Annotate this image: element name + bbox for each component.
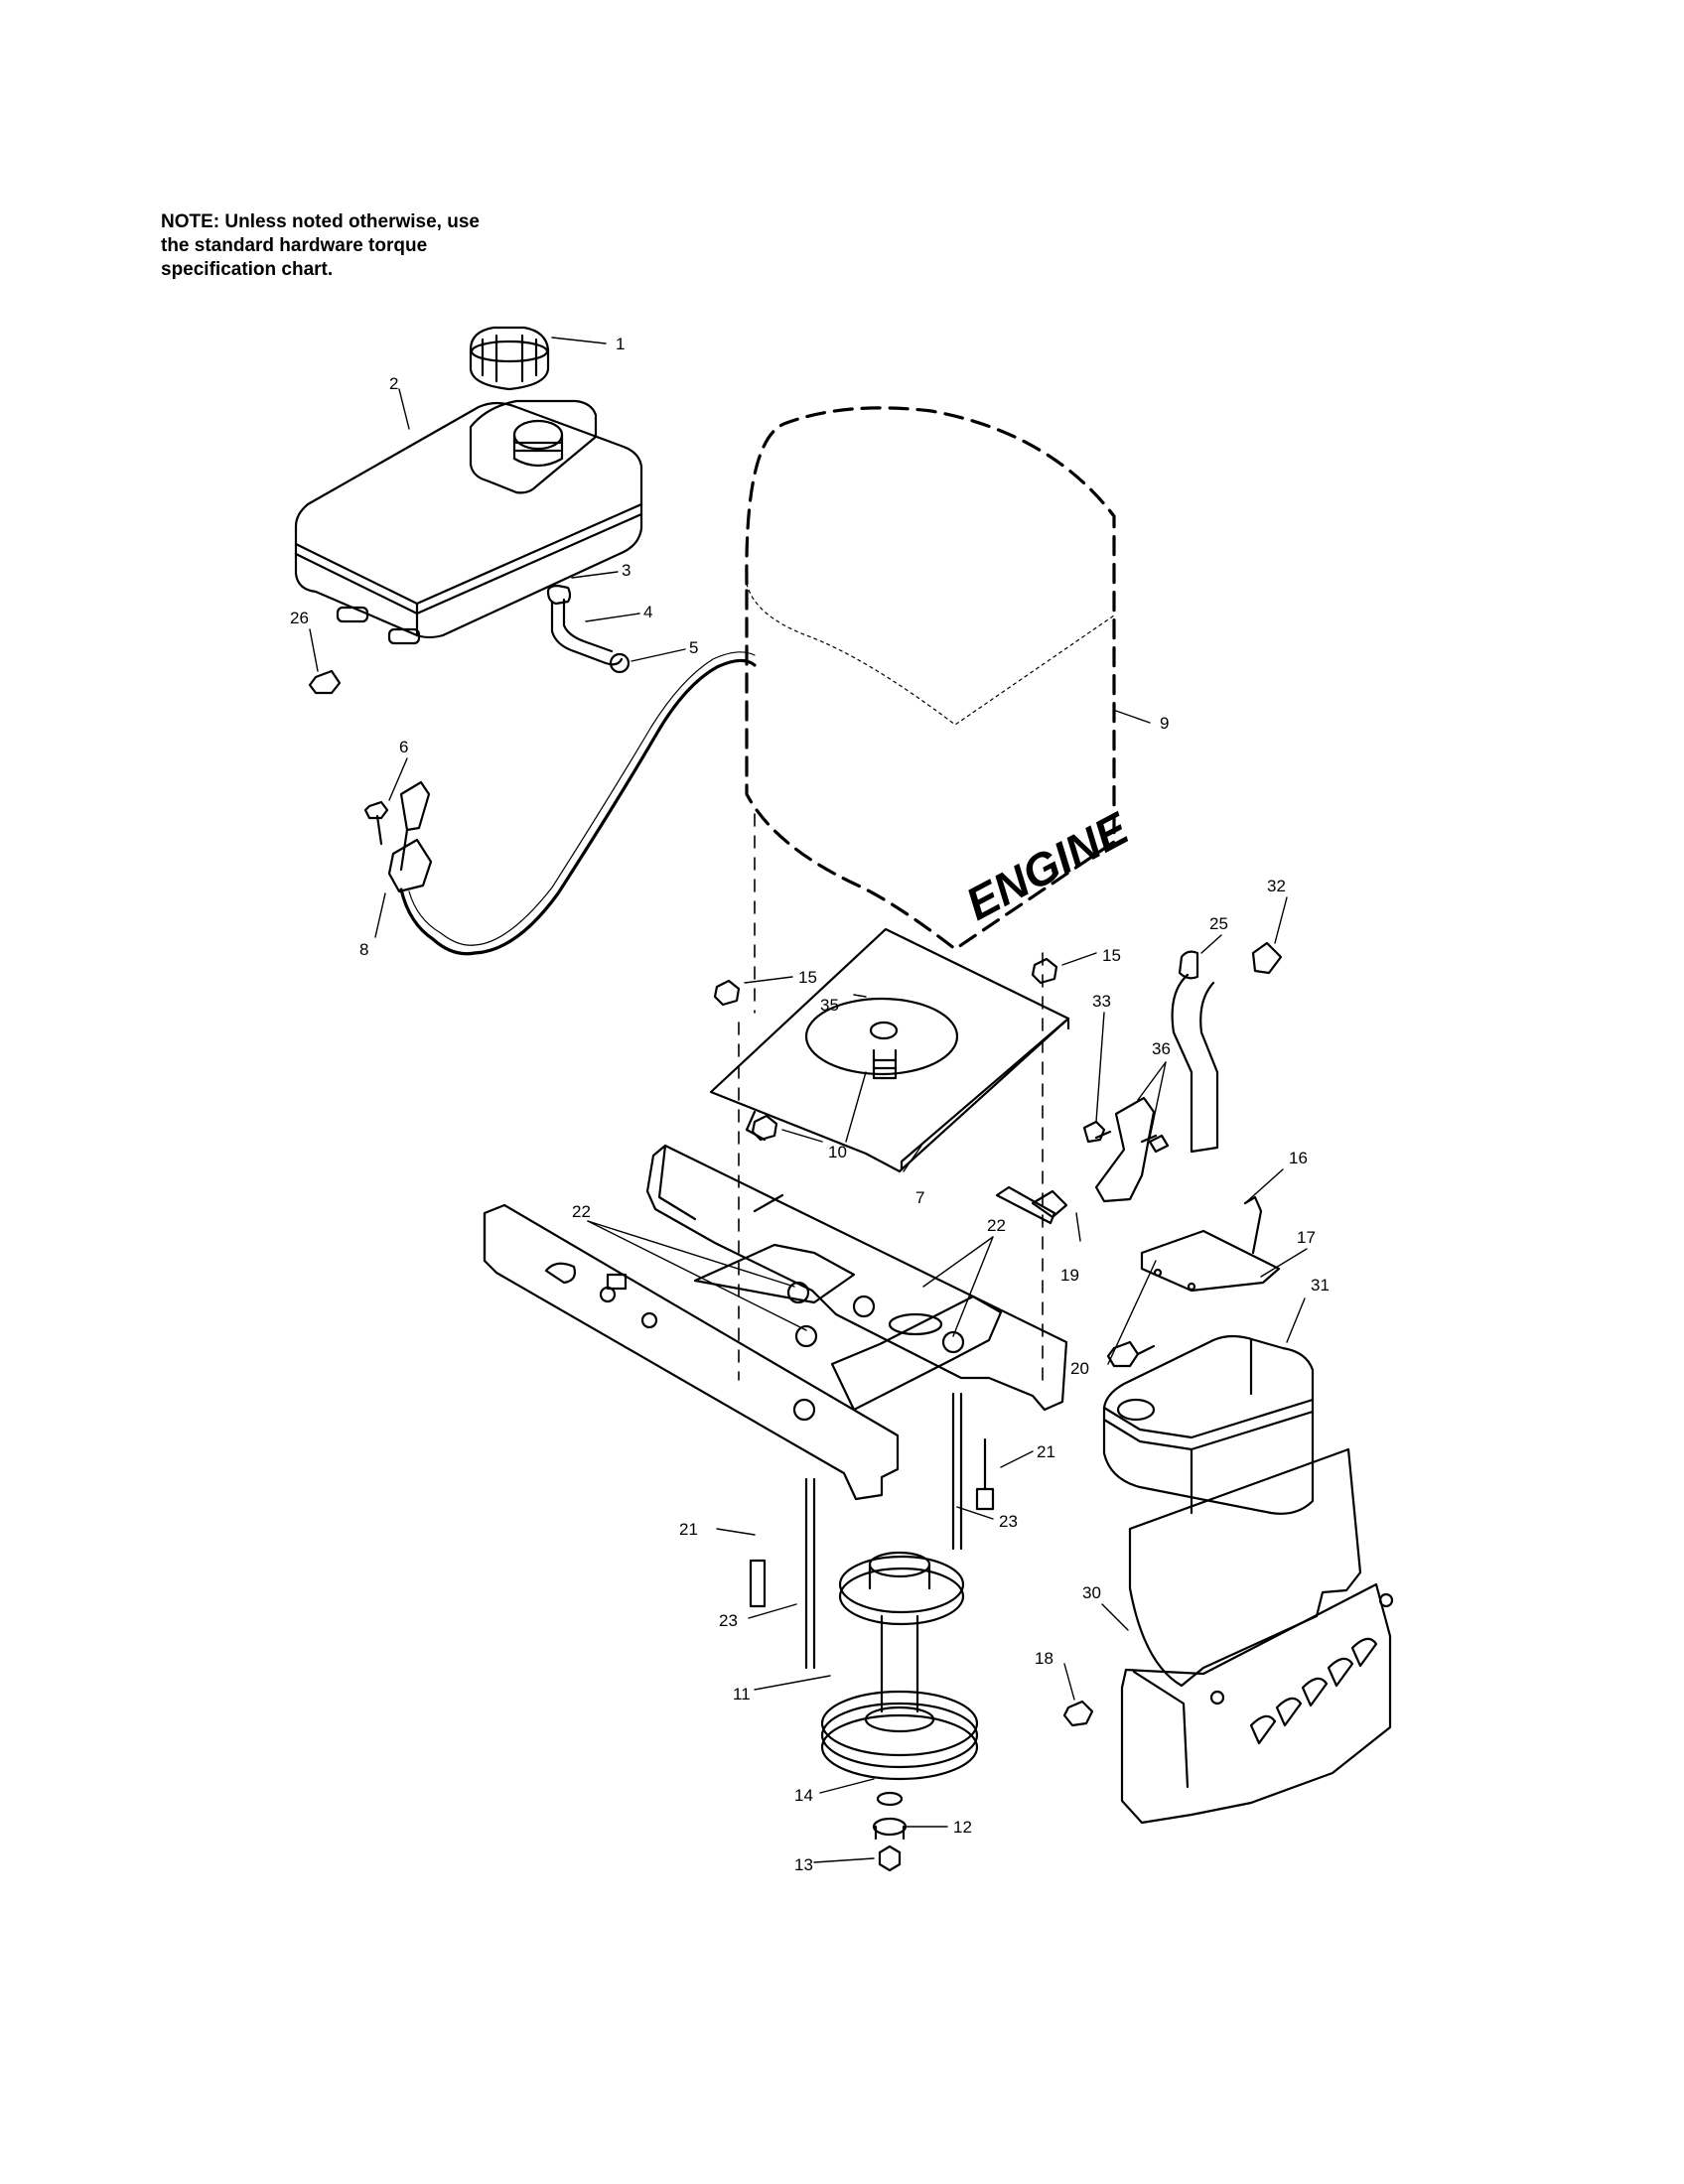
- pulley-hardware: [872, 1791, 908, 1872]
- callout-7: 7: [915, 1188, 924, 1207]
- double-pulley: [820, 1551, 979, 1781]
- callout-2: 2: [389, 374, 398, 393]
- callout-19: 19: [1060, 1266, 1079, 1285]
- callout-13: 13: [794, 1855, 813, 1874]
- frame-rail-rear: [645, 1144, 1068, 1412]
- heat-shield-bracket: [1140, 1195, 1281, 1293]
- callout-15a: 15: [798, 968, 817, 987]
- callout-4: 4: [643, 603, 652, 621]
- callout-14: 14: [794, 1786, 813, 1805]
- fuel-line-assembly: [546, 584, 631, 674]
- engine-mount-plate: [709, 927, 1070, 1173]
- callout-33: 33: [1092, 992, 1111, 1011]
- callout-23a: 23: [999, 1512, 1018, 1531]
- callout-9: 9: [1160, 714, 1169, 733]
- callout-23b: 23: [719, 1611, 738, 1630]
- callout-18: 18: [1035, 1649, 1053, 1668]
- spindle-bolts: [749, 1392, 995, 1670]
- callout-17: 17: [1297, 1228, 1316, 1247]
- callout-22b: 22: [987, 1216, 1006, 1235]
- callout-10: 10: [828, 1143, 847, 1161]
- hardware-bolts: [308, 669, 389, 846]
- callout-1: 1: [616, 335, 625, 353]
- throttle-control: [387, 651, 757, 956]
- callout-35: 35: [820, 996, 839, 1015]
- note-line: NOTE: Unless noted otherwise, use: [161, 211, 480, 232]
- callout-31: 31: [1311, 1276, 1330, 1295]
- frame-rail-front: [483, 1203, 900, 1501]
- engine-block: ENGINE: [738, 406, 1138, 1381]
- callout-5: 5: [689, 638, 698, 657]
- fuel-cap: [469, 326, 550, 391]
- fuel-tank: [294, 399, 643, 645]
- note-line: specification chart.: [161, 259, 334, 280]
- muffler-bolts: [1062, 1340, 1156, 1727]
- callout-21a: 21: [1037, 1442, 1055, 1461]
- engine-label: ENGINE: [957, 801, 1137, 929]
- callout-20: 20: [1070, 1359, 1089, 1378]
- note-line: the standard hardware torque: [161, 235, 428, 256]
- callout-21b: 21: [679, 1520, 698, 1539]
- callout-32: 32: [1267, 877, 1286, 895]
- callout-3: 3: [622, 561, 631, 580]
- callout-36: 36: [1152, 1039, 1171, 1058]
- heat-shield: [1120, 1447, 1394, 1825]
- muffler: [1102, 1334, 1315, 1515]
- muffler-bracket: [995, 1096, 1170, 1225]
- leader-lines: [309, 337, 1308, 1863]
- callout-25: 25: [1209, 914, 1228, 933]
- callout-16: 16: [1289, 1149, 1308, 1167]
- callout-15b: 15: [1102, 946, 1121, 965]
- callout-26: 26: [290, 609, 309, 627]
- callout-6: 6: [399, 738, 408, 756]
- callout-8: 8: [359, 940, 368, 959]
- mount-nuts: [713, 957, 1112, 1144]
- callout-11: 11: [733, 1685, 751, 1704]
- note-text: NOTE: Unless noted otherwise, use the st…: [161, 210, 578, 282]
- callout-labels: 1 2 3 4 5 26 6 8 9 15 15 25 32 33 35 36 …: [290, 335, 1330, 1874]
- callout-22a: 22: [572, 1202, 591, 1221]
- callout-30: 30: [1082, 1583, 1101, 1602]
- exhaust-pipe: [1171, 941, 1283, 1154]
- cross-member: [693, 1243, 1003, 1422]
- callout-12: 12: [953, 1818, 972, 1837]
